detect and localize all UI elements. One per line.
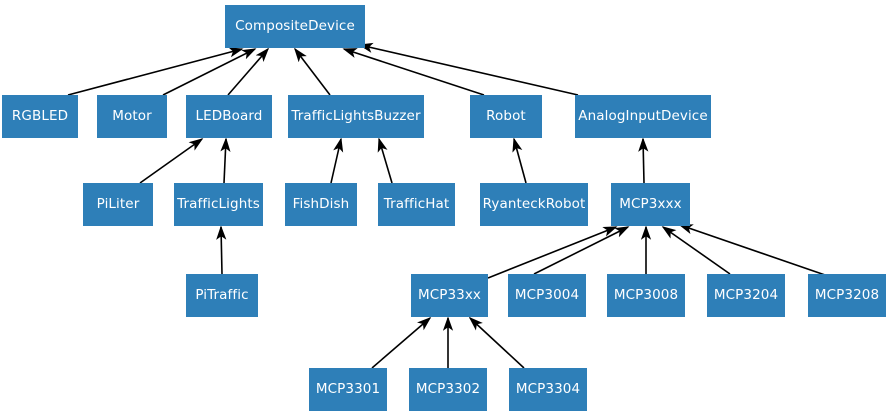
- class-node-label: MCP3304: [515, 380, 581, 397]
- class-node-ledboard[interactable]: LEDBoard: [186, 95, 272, 138]
- class-node-mcp3204[interactable]: MCP3204: [707, 274, 785, 317]
- class-node-rgbled[interactable]: RGBLED: [2, 95, 78, 138]
- class-node-ryanteckrobot[interactable]: RyanteckRobot: [480, 183, 588, 226]
- class-node-label: MCP3204: [713, 286, 779, 303]
- class-node-trafficlightsbuzzer[interactable]: TrafficLightsBuzzer: [288, 95, 424, 138]
- class-node-fishdish[interactable]: FishDish: [285, 183, 357, 226]
- class-node-label: FishDish: [292, 195, 350, 212]
- class-node-label: TrafficHat: [383, 195, 450, 212]
- class-node-label: PiTraffic: [195, 286, 249, 303]
- class-node-analoginputdevice[interactable]: AnalogInputDevice: [575, 95, 711, 138]
- class-node-mcp3004[interactable]: MCP3004: [508, 274, 586, 317]
- class-node-traffichat[interactable]: TrafficHat: [378, 183, 455, 226]
- class-node-label: MCP33xx: [417, 286, 482, 303]
- class-node-label: TrafficLights: [177, 195, 260, 212]
- class-node-pitraffic[interactable]: PiTraffic: [186, 274, 258, 317]
- class-node-trafficlights[interactable]: TrafficLights: [174, 183, 263, 226]
- class-node-label: AnalogInputDevice: [578, 107, 708, 124]
- class-node-mcp3304[interactable]: MCP3304: [509, 368, 587, 411]
- class-node-motor[interactable]: Motor: [97, 95, 167, 138]
- class-node-piliter[interactable]: PiLiter: [83, 183, 153, 226]
- class-node-label: MCP3008: [613, 286, 679, 303]
- class-node-label: RGBLED: [11, 107, 69, 124]
- class-node-compositedevice[interactable]: CompositeDevice: [225, 5, 365, 48]
- class-node-mcp33xx[interactable]: MCP33xx: [411, 274, 488, 317]
- class-node-label: MCP3xxx: [619, 195, 682, 212]
- class-node-label: CompositeDevice: [235, 17, 355, 34]
- class-node-robot[interactable]: Robot: [470, 95, 542, 138]
- class-node-label: RyanteckRobot: [482, 195, 586, 212]
- class-node-label: MCP3004: [514, 286, 580, 303]
- class-node-label: LEDBoard: [195, 107, 263, 124]
- class-node-label: MCP3208: [814, 286, 880, 303]
- class-node-label: TrafficLightsBuzzer: [291, 107, 421, 124]
- class-node-mcp3xxx[interactable]: MCP3xxx: [611, 183, 690, 226]
- class-node-label: PiLiter: [96, 195, 140, 212]
- class-node-mcp3208[interactable]: MCP3208: [808, 274, 886, 317]
- class-node-label: Robot: [486, 107, 526, 124]
- class-node-label: MCP3302: [415, 380, 481, 397]
- class-node-label: MCP3301: [315, 380, 381, 397]
- class-node-label: Motor: [112, 107, 152, 124]
- class-node-mcp3301[interactable]: MCP3301: [309, 368, 387, 411]
- class-node-mcp3008[interactable]: MCP3008: [607, 274, 685, 317]
- class-node-mcp3302[interactable]: MCP3302: [409, 368, 487, 411]
